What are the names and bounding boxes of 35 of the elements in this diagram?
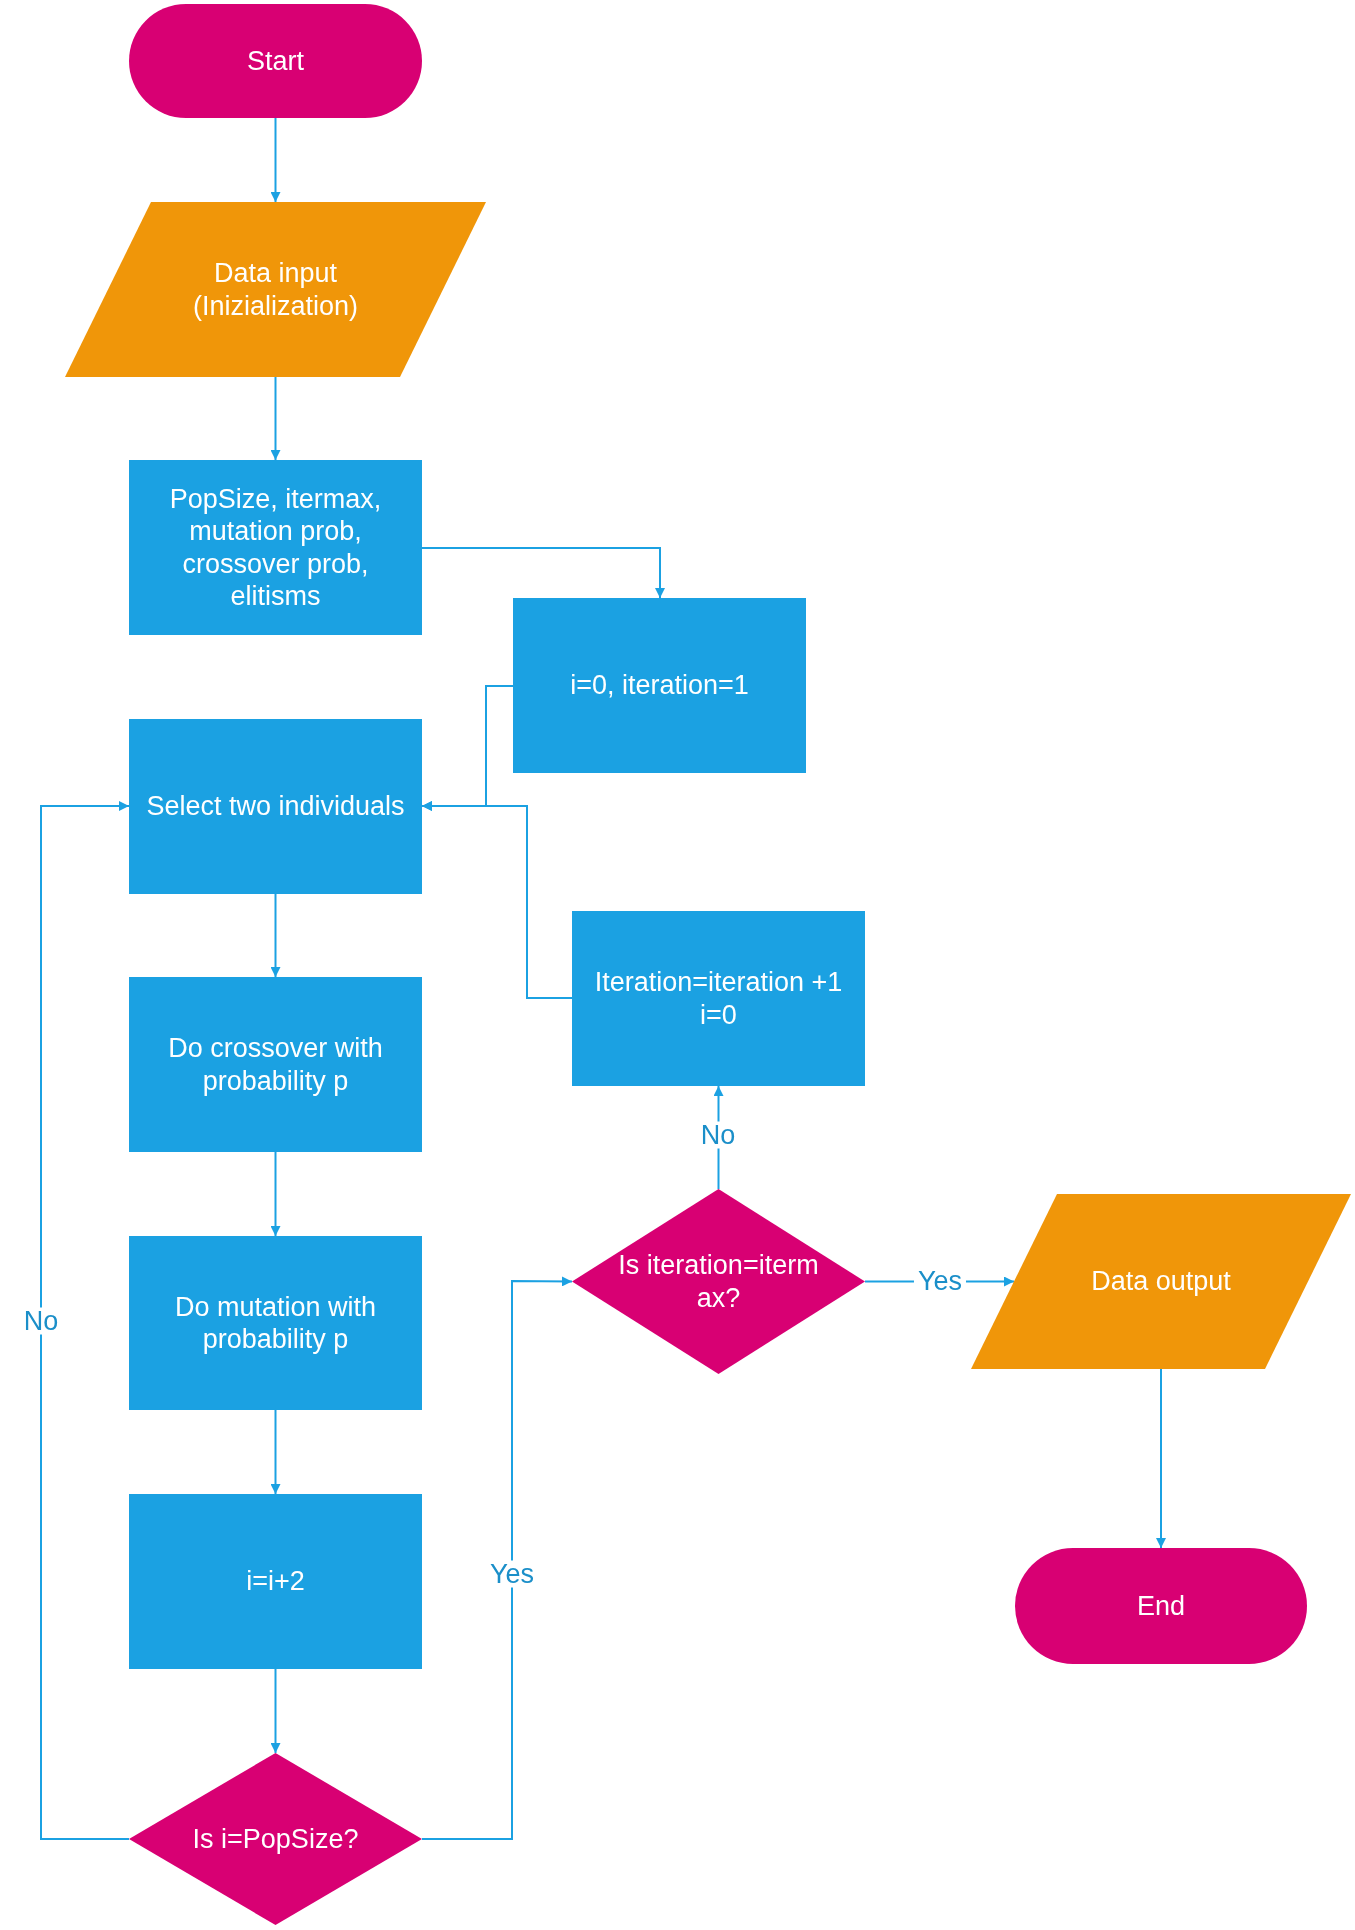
data-parallelogram [971, 1194, 1351, 1369]
arrow [270, 1409, 281, 1495]
node-text: i=i+2 [246, 1565, 305, 1598]
node-text: Select two individuals [146, 790, 405, 823]
arrow [270, 376, 281, 461]
node-text: End [1136, 1589, 1185, 1623]
node-text: Is i=PopSize? [192, 1822, 359, 1856]
process-box [129, 460, 422, 635]
arrow [421, 801, 573, 999]
arrow [421, 1276, 573, 1840]
arrow [421, 547, 665, 599]
decision-diamond [572, 1189, 865, 1374]
decision-diamond [129, 1753, 422, 1925]
node-text: i=0, iteration=1 [570, 669, 749, 702]
arrow [270, 893, 281, 978]
arrow [270, 1668, 281, 1754]
process-box [129, 719, 422, 894]
node-text: Iteration=iteration +1 i=0 [593, 966, 844, 1031]
arrow [270, 117, 281, 203]
arrow [270, 1151, 281, 1237]
node-text: Do mutation with probability p [173, 1290, 378, 1356]
arrow [40, 801, 130, 1840]
process-box [572, 911, 865, 1086]
data-parallelogram [65, 202, 486, 377]
node-text: Do crossover with probability p [167, 1032, 384, 1097]
node-text: PopSize, itermax, mutation prob, crossover prob, elitisms [168, 482, 383, 613]
node-text: Data input (Inizialization) [191, 257, 360, 322]
node-text: Is iteration=itermax? [617, 1249, 820, 1314]
process-box [129, 1236, 422, 1410]
arrow [1156, 1368, 1166, 1549]
process-box [129, 1494, 422, 1669]
node-text: Data output [1091, 1265, 1231, 1298]
process-box [513, 598, 806, 773]
node-text: Start [247, 44, 304, 78]
process-box [129, 977, 422, 1152]
